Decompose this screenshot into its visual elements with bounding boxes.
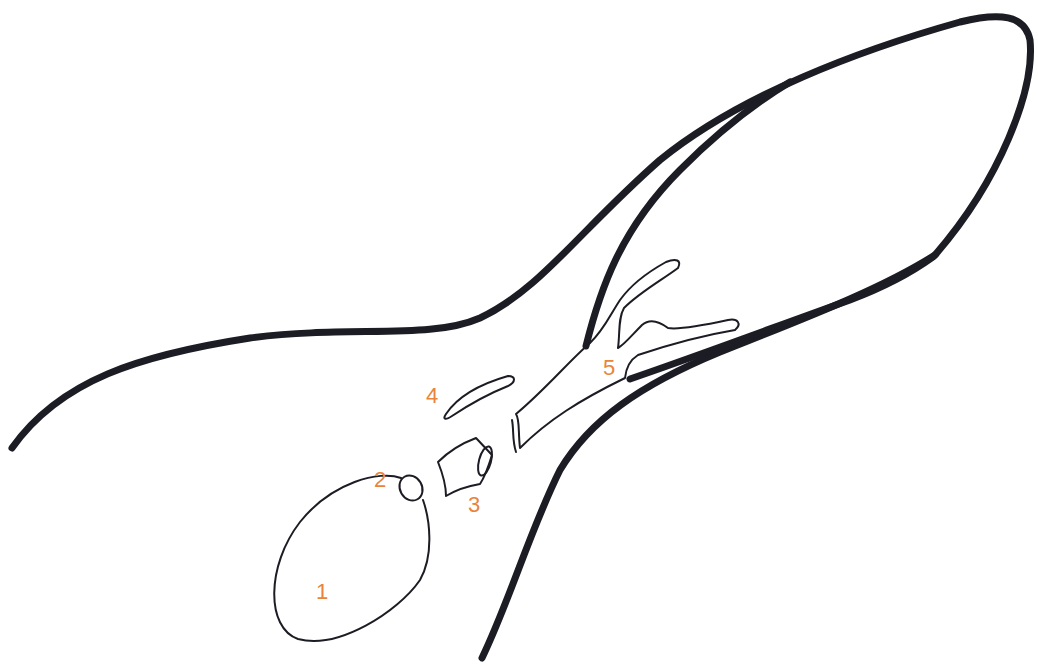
outer-outline-top xyxy=(12,17,1030,448)
callout-number: 3 xyxy=(468,494,480,516)
branching-tube xyxy=(516,260,739,448)
bulb-part xyxy=(274,476,429,641)
small-ring xyxy=(395,471,427,505)
elongated-part xyxy=(444,376,514,419)
callout-number: 5 xyxy=(603,357,615,379)
cylinder-part xyxy=(438,438,492,496)
inner-outline-lower xyxy=(630,257,933,379)
callout-number: 2 xyxy=(374,469,386,491)
cylinder-end xyxy=(475,445,494,477)
callout-number: 4 xyxy=(426,385,438,407)
tube-inner-line xyxy=(512,420,516,452)
callout-number: 1 xyxy=(316,581,328,603)
outer-outline-bottom xyxy=(482,255,935,658)
